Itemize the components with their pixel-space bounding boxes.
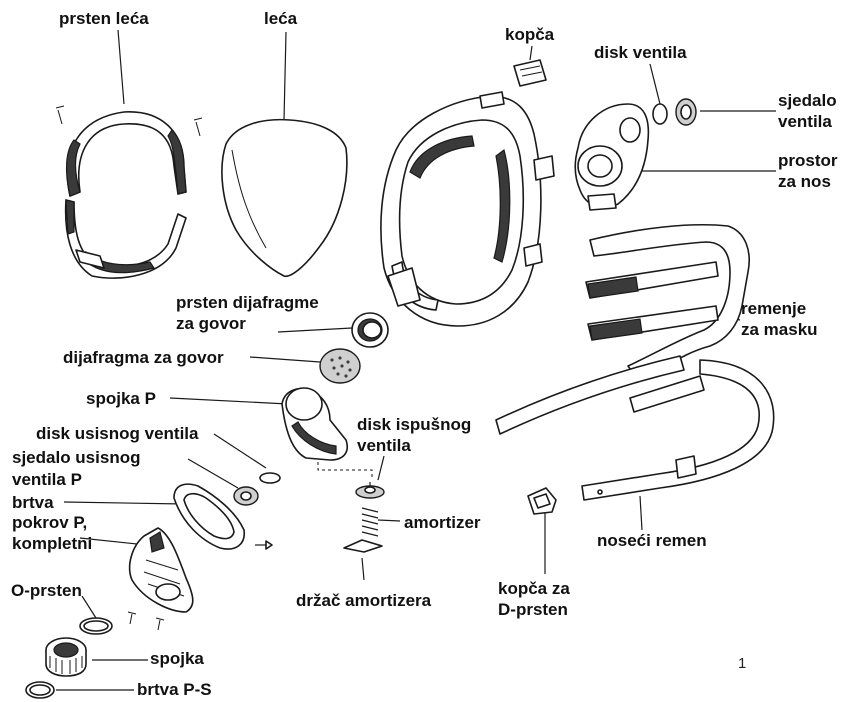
nose-cup-part (575, 104, 648, 210)
speech-diaphragm-parts (320, 313, 388, 383)
label-amortizer: amortizer (404, 512, 481, 533)
exhalation-valve-parts (344, 482, 384, 552)
label-remenje-za-masku: remenje za masku (741, 298, 818, 340)
page-number: 1 (738, 655, 746, 672)
label-brtva: brtva (12, 492, 54, 513)
buckle-part (514, 60, 546, 86)
o-ring-and-screws (80, 612, 164, 634)
label-pokrov-p: pokrov P, kompletni (12, 512, 92, 554)
label-disk-usisnog-ventila: disk usisnog ventila (36, 423, 199, 444)
label-kopca: kopča (505, 24, 554, 45)
label-prostor-za-nos: prostor za nos (778, 150, 838, 192)
label-leca: leća (264, 8, 297, 29)
label-sjedalo-usisnog-ventila: sjedalo usisnog ventila P (12, 447, 140, 491)
inhalation-valve-parts (234, 473, 280, 505)
label-dijafragma-za-govor: dijafragma za govor (63, 347, 224, 368)
face-mask-part (381, 92, 554, 326)
label-prsten-dijafragme: prsten dijafragme za govor (176, 292, 319, 334)
label-spojka: spojka (150, 648, 204, 669)
connector-and-gasket-ps (26, 638, 86, 698)
label-disk-ispusnog-ventila: disk ispušnog ventila (357, 414, 471, 456)
label-prsten-leca: prsten leća (59, 8, 149, 29)
label-sjedalo-ventila: sjedalo ventila (778, 90, 837, 132)
label-o-prsten: O-prsten (11, 580, 82, 601)
lens-part (222, 120, 347, 277)
connector-p-part (282, 388, 347, 460)
label-brtva-p-s: brtva P-S (137, 679, 212, 700)
lens-ring-part (56, 106, 202, 278)
label-noseci-remen: noseći remen (597, 530, 707, 551)
d-ring-buckle-part (528, 488, 556, 514)
label-disk-ventila: disk ventila (594, 42, 687, 63)
label-drzac-amortizera: držač amortizera (296, 590, 431, 611)
label-spojka-p: spojka P (86, 388, 156, 409)
cover-p-part (130, 528, 193, 612)
label-kopca-za-d-prsten: kopča za D-prsten (498, 578, 570, 620)
